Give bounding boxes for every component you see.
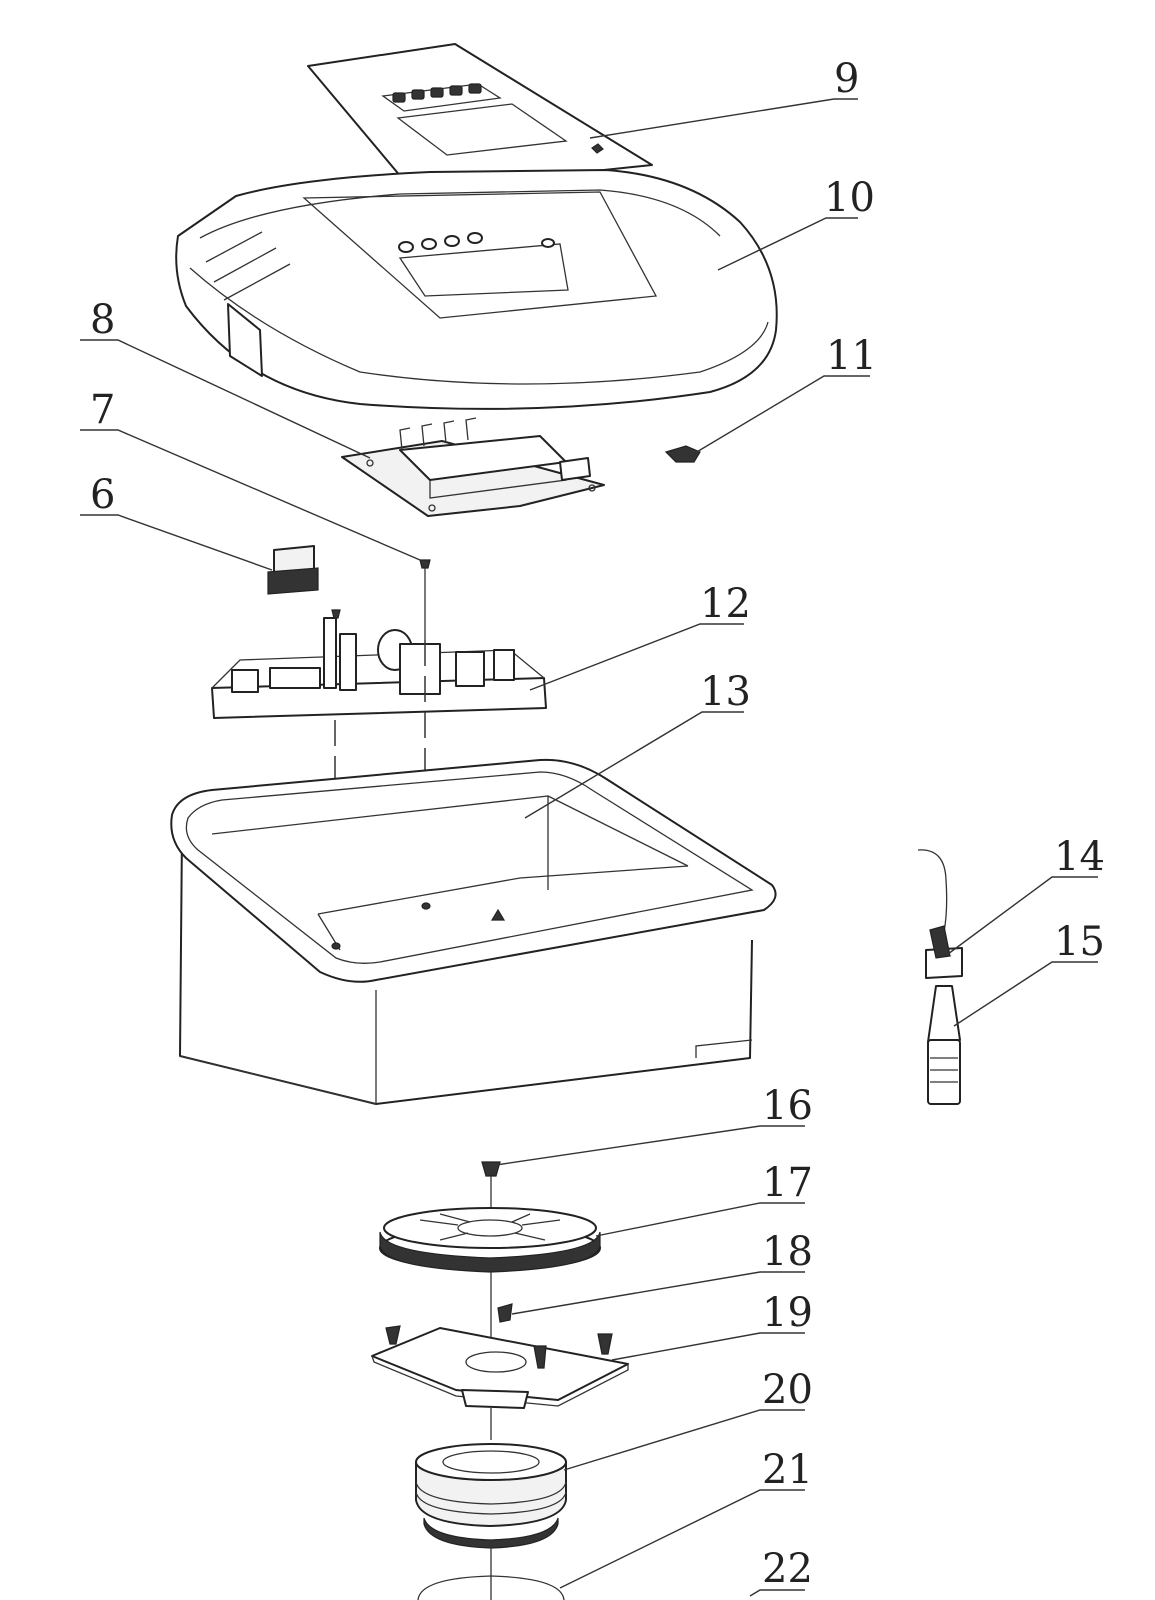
part-19-motor-plate: [371, 1325, 629, 1440]
callout-11: 11: [826, 333, 877, 379]
part-6-bracket: [267, 545, 319, 595]
part-14-15-sensor-probe: [917, 849, 963, 1105]
callout-17: 17: [762, 1160, 813, 1206]
callout-8: 8: [90, 297, 115, 343]
callout-9: 9: [834, 56, 859, 102]
part-10-top-cover: [175, 169, 778, 410]
callout-15: 15: [1054, 919, 1105, 965]
part-7-screw: [419, 559, 431, 640]
callout-18: 18: [762, 1229, 813, 1275]
callout-12: 12: [700, 581, 751, 627]
callout-13: 13: [700, 669, 751, 715]
part-13-base-tub: [170, 758, 777, 1105]
part-9-label-overlay: [307, 43, 653, 191]
callout-20: 20: [762, 1367, 813, 1413]
callout-21: 21: [762, 1447, 813, 1493]
callout-6: 6: [90, 472, 115, 518]
part-11-clip: [664, 445, 701, 463]
callout-10: 10: [824, 175, 875, 221]
leader-lines: [80, 98, 1098, 1597]
part-17-gear: [379, 1207, 601, 1340]
callout-22: 22: [762, 1546, 813, 1592]
callout-7: 7: [90, 387, 115, 433]
part-18-screw: [497, 1303, 513, 1323]
callout-labels: 9 10 8 11 7 6 12 13 14 15 16 17 18 19 20…: [90, 56, 1105, 1592]
part-8-display-board: [341, 417, 605, 517]
callout-14: 14: [1054, 834, 1105, 880]
callout-16: 16: [762, 1083, 813, 1129]
part-12-power-board: [211, 609, 547, 719]
part-20-21-motor: [415, 1443, 567, 1600]
part-22-bottom-ring: [417, 1575, 565, 1600]
callout-19: 19: [762, 1290, 813, 1336]
